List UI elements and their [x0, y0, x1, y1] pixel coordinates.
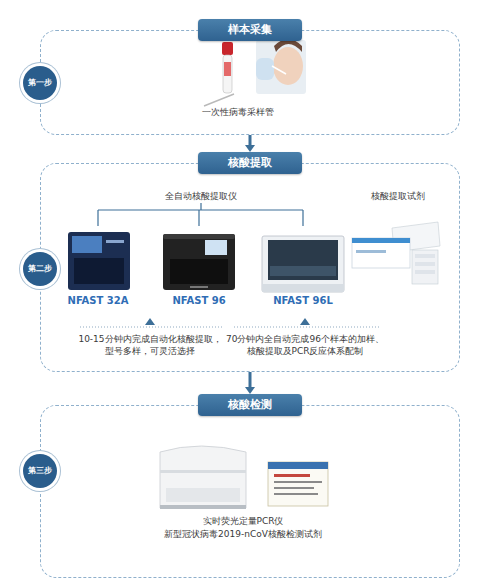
caption-text: 新型冠状病毒2019-nCoV核酸检测试剂 [133, 528, 353, 540]
section-heading: 核酸检测 [198, 394, 302, 416]
caption-text: 70分钟内全自动完成96个样本的加样、 核酸提取及PCR反应体系配制 [225, 333, 385, 357]
model-name: NFAST 96L [258, 295, 348, 307]
arrow-head [245, 387, 255, 394]
extractor-96l [262, 236, 344, 292]
flow-arrow [245, 372, 255, 394]
bracket-lines [98, 203, 303, 226]
step-circle: 第一步 [23, 66, 57, 100]
callout-markers [80, 318, 380, 327]
swab-photo [256, 39, 306, 94]
caption-text: 全自动核酸提取仪 [126, 190, 276, 202]
arrow-line [249, 372, 252, 388]
flow-arrow [245, 135, 255, 152]
model-name: NFAST 96 [154, 295, 244, 307]
extraction-kit [352, 222, 440, 284]
arrow-head [245, 145, 255, 152]
caption-text: 核酸提取试剂 [348, 190, 448, 202]
sample-tube [204, 42, 234, 106]
step-circle: 第二步 [23, 252, 57, 286]
step-circle: 第三步 [23, 454, 57, 488]
step-label: 第三步 [28, 466, 52, 476]
section-box: 核酸检测第三步 [40, 405, 460, 578]
caption-text: 一次性病毒采样管 [163, 106, 313, 118]
extractor-32a [68, 232, 130, 290]
caption-text: 10-15分钟内完成自动化核酸提取， 型号多样，可灵活选择 [75, 333, 225, 357]
section-box: 样本采集第一步 [40, 30, 460, 135]
section-heading: 样本采集 [198, 19, 302, 41]
caption-text: 实时荧光定量PCR仪 [133, 515, 353, 527]
arrow-line [249, 135, 252, 146]
step-label: 第二步 [28, 264, 52, 274]
model-name: NFAST 32A [53, 295, 143, 307]
section-heading: 核酸提取 [198, 152, 302, 174]
extractor-96 [163, 234, 235, 290]
pcr-instrument [160, 446, 246, 509]
detection-kit [268, 462, 328, 506]
step-label: 第一步 [28, 78, 52, 88]
